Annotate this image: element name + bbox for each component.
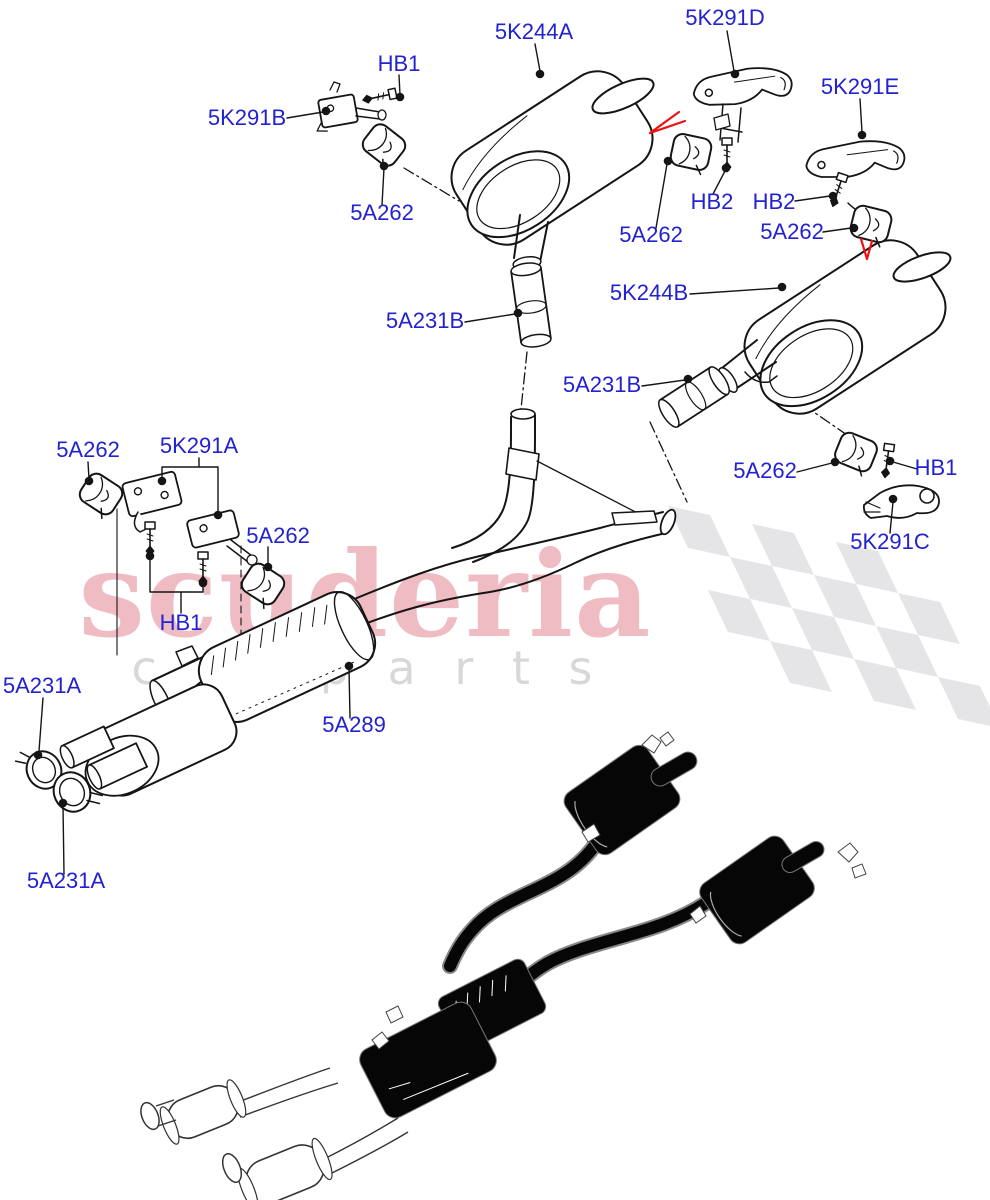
part-label-hb1-top[interactable]: HB1: [378, 51, 421, 76]
pipe-stub-opening: [510, 408, 536, 420]
checkered-flag-watermark: [668, 506, 990, 726]
coupling-5a231b-left: [510, 262, 552, 348]
part-label-hb1-right[interactable]: HB1: [915, 455, 958, 480]
part-label-5a262-topleft[interactable]: 5A262: [350, 200, 414, 225]
pipe-stub-upper: [59, 725, 115, 769]
red-arrow-right: [859, 237, 874, 261]
bracket-group-5k291a: [121, 470, 258, 587]
intermediate-pipes: [351, 408, 677, 629]
tailpipe-tip: [659, 508, 677, 536]
rear-silencer-left-5k244a: [434, 58, 666, 348]
bracket-5k291c: [862, 442, 940, 519]
bolt-hb1-top: [360, 87, 398, 106]
rear-silencer-right-5k244b: [658, 227, 959, 430]
bracket-5k291e: [804, 135, 907, 216]
mounting-tab: [175, 645, 199, 667]
part-label-5a262-farleft[interactable]: 5A262: [56, 437, 120, 462]
part-label-5a262-rightlow[interactable]: 5A262: [733, 458, 797, 483]
part-label-5a231b-left[interactable]: 5A231B: [386, 308, 464, 333]
part-label-5a262-midcenter[interactable]: 5A262: [246, 523, 310, 548]
exploded-view: [14, 30, 959, 875]
isolator-5a262-farleft: [73, 469, 127, 523]
part-label-5a289[interactable]: 5A289: [322, 712, 386, 737]
leader-lines: [38, 30, 918, 875]
watermark: scuderia c a r p a r t s: [78, 506, 990, 726]
alignment-lines: [403, 167, 851, 503]
silhouette-catalysts: [140, 1067, 409, 1200]
front-muffler-5a231a: [14, 683, 238, 813]
support-tab: [611, 510, 658, 526]
part-label-5k291e[interactable]: 5K291E: [821, 74, 899, 99]
tail-outlet: [591, 77, 655, 115]
part-label-5a231b-right[interactable]: 5A231B: [563, 372, 641, 397]
part-label-5k291d[interactable]: 5K291D: [685, 5, 765, 30]
part-label-5k291c[interactable]: 5K291C: [850, 529, 930, 554]
part-label-5k291a[interactable]: 5K291A: [160, 433, 239, 458]
pipe-stub-lower: [86, 742, 148, 790]
bracket-5k291b: [316, 81, 398, 132]
bracket-5k291d: [692, 63, 794, 173]
part-label-5k291b[interactable]: 5K291B: [208, 105, 286, 130]
leader-dots: [33, 69, 898, 808]
part-label-5a262-midright[interactable]: 5A262: [760, 219, 824, 244]
part-label-5a231a-top[interactable]: 5A231A: [3, 673, 82, 698]
part-label-5a262-midleft[interactable]: 5A262: [619, 222, 683, 247]
coupling-5a231b-right: [658, 366, 730, 428]
part-label-hb2-left[interactable]: HB2: [691, 189, 734, 214]
isolator-5a262-rightlow: [829, 429, 881, 479]
silhouette-rear-muffler-left: [563, 744, 681, 856]
part-label-hb1-mid[interactable]: HB1: [160, 610, 203, 635]
pipe-bracket: [505, 447, 540, 481]
part-label-5a231a-bottom[interactable]: 5A231A: [27, 868, 106, 893]
part-label-5k244b[interactable]: 5K244B: [610, 280, 688, 305]
bolt-hb2-right: [827, 171, 849, 209]
tail-outlet: [892, 251, 952, 283]
part-label-hb2-right[interactable]: HB2: [753, 189, 796, 214]
position-arrows: [648, 110, 874, 261]
silhouette-hangers: [371, 731, 867, 1050]
silhouette-front-muffler: [359, 1001, 497, 1119]
part-labels: HB1 5K291B 5A262 5K244A 5K291D 5K291E HB…: [3, 5, 958, 893]
isolator-5a262-midleft: [667, 131, 714, 177]
red-arrow-left: [648, 110, 687, 135]
overview-silhouette: [140, 731, 867, 1200]
part-label-5k244a[interactable]: 5K244A: [495, 19, 574, 44]
